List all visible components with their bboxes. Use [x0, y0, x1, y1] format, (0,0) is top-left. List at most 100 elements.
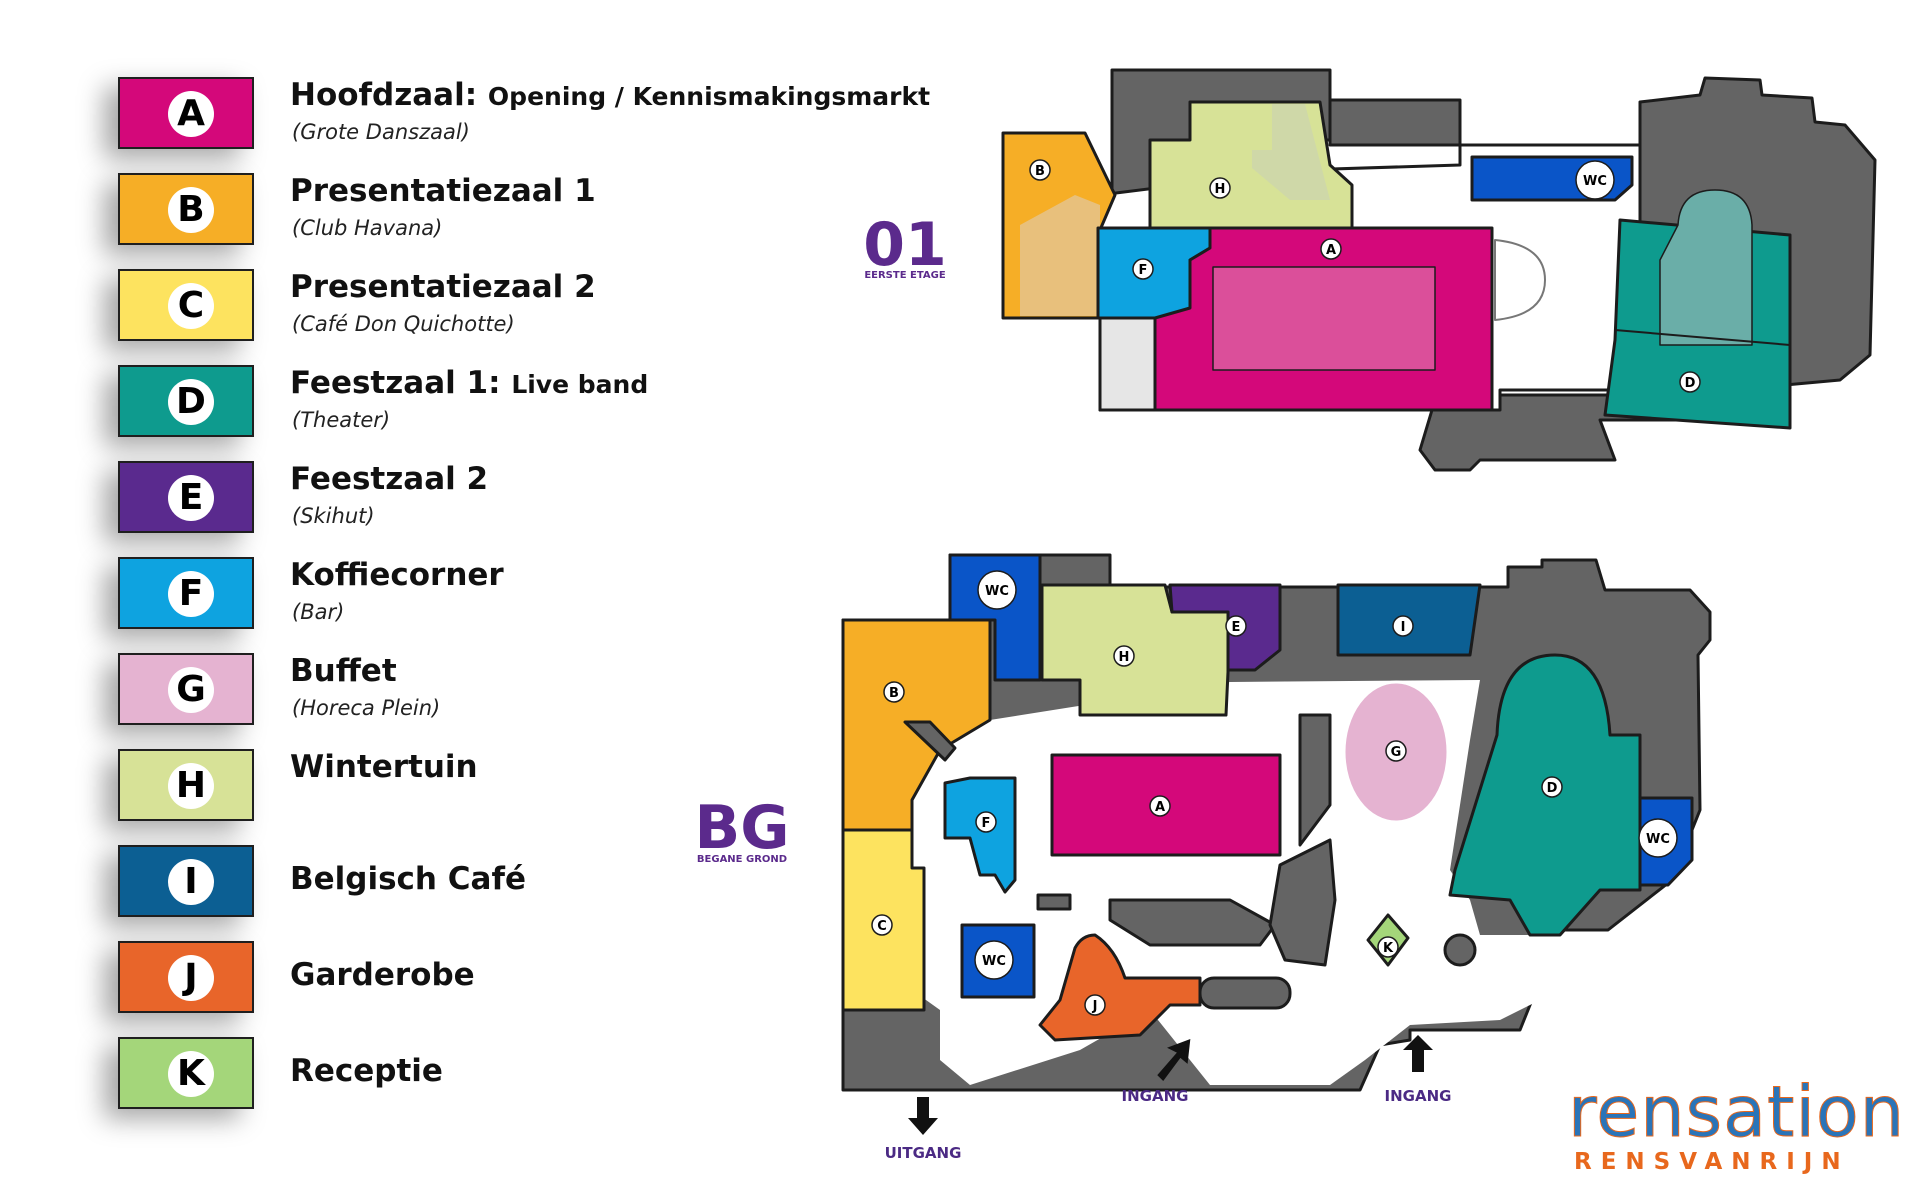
first-floor-label: 01 EERSTE ETAGE [863, 210, 947, 281]
legend-subtitle-f: (Bar) [292, 600, 345, 624]
svg-text:C: C [877, 919, 887, 934]
ground-floor-marker-a: A [1149, 795, 1171, 817]
first-floor-marker-wc: WC [1575, 160, 1615, 200]
first-floor-room-a-inner [1212, 266, 1436, 371]
ground-floor-wc-bottom [960, 923, 1036, 999]
first-floor-marker-h: H [1209, 177, 1231, 199]
ground-floor-marker-f: F [975, 811, 997, 833]
svg-text:B: B [889, 686, 899, 701]
first-floor-marker-d: D [1679, 371, 1701, 393]
first-floor-room-h-inner [1252, 104, 1330, 200]
first-floor-room-d-inner [1659, 189, 1753, 346]
legend-item-k: K Receptie [118, 1037, 878, 1113]
svg-text:G: G [1391, 745, 1402, 760]
legend-title-c: Presentatiezaal 2 [290, 269, 596, 305]
legend-swatch-a: A [118, 77, 254, 149]
legend-swatch-b: B [118, 173, 254, 245]
first-floor-name: EERSTE ETAGE [864, 270, 946, 281]
svg-text:B: B [1035, 164, 1045, 179]
legend-letter-b: B [168, 187, 214, 233]
legend-letter-c: C [168, 283, 214, 329]
entrance-left: INGANG [1122, 1038, 1191, 1105]
legend-letter-f: F [168, 571, 214, 617]
legend-title-b: Presentatiezaal 1 [290, 173, 596, 209]
ground-floor-marker-wc-top: WC [977, 570, 1017, 610]
ground-floor-marker-j: J [1084, 994, 1106, 1016]
legend-title-f: Koffiecorner [290, 557, 504, 593]
first-floor-plan [1001, 68, 1877, 472]
legend-title-g: Buffet [290, 653, 397, 689]
svg-text:D: D [1547, 781, 1558, 796]
legend-swatch-f: F [118, 557, 254, 629]
legend-title-a: Hoofdzaal: [290, 77, 478, 113]
legend-subtitle-c: (Café Don Quichotte) [292, 312, 515, 336]
svg-text:A: A [1326, 243, 1336, 258]
svg-text:WC: WC [1583, 174, 1607, 189]
legend-subtitle-e: (Skihut) [292, 504, 375, 528]
legend-letter-e: E [168, 475, 214, 521]
ground-floor-block-4 [1036, 893, 1072, 911]
entrance-right-label: INGANG [1385, 1087, 1452, 1105]
first-floor-stage [1494, 239, 1546, 321]
svg-text:H: H [1119, 650, 1130, 665]
legend-letter-g: G [168, 667, 214, 713]
legend-swatch-c: C [118, 269, 254, 341]
exit-arrow-icon [908, 1097, 938, 1135]
first-floor-divider-d [1614, 329, 1791, 346]
ground-floor-room-h [1040, 583, 1230, 717]
legend-item-j: J Garderobe [118, 941, 878, 1017]
legend-swatch-i: I [118, 845, 254, 917]
svg-text:H: H [1215, 182, 1226, 197]
ground-floor-room-f [943, 776, 1017, 894]
ground-floor-marker-d: D [1541, 776, 1563, 798]
ground-floor-block-5 [1198, 976, 1292, 1010]
ground-floor-room-b-notch [903, 720, 957, 762]
ground-floor-marker-g: G [1385, 740, 1407, 762]
first-floor-wall-top-2 [1328, 98, 1462, 147]
first-floor-marker-f: F [1132, 258, 1154, 280]
ground-floor-marker-i: I [1392, 615, 1414, 637]
logo-sub-text: RENSVANRIJN [1574, 1149, 1850, 1175]
ground-floor-markers: B C H E I G D F A J K WC WC WC [871, 570, 1678, 1016]
ground-floor-room-e [1168, 583, 1282, 672]
legend-title-extra-a: Opening / Kennismakingsmarkt [487, 82, 931, 111]
ground-floor-marker-e: E [1225, 615, 1247, 637]
ground-floor-column [1443, 933, 1477, 967]
svg-text:F: F [1139, 263, 1148, 278]
ground-floor-block-3 [1298, 713, 1332, 847]
legend-title-d: Feestzaal 1: [290, 365, 501, 401]
entrance-left-arrow-icon [1157, 1038, 1191, 1082]
legend-letter-i: I [168, 859, 214, 905]
svg-text:D: D [1685, 376, 1696, 391]
ground-floor-marker-h: H [1113, 645, 1135, 667]
legend-swatch-j: J [118, 941, 254, 1013]
legend-letter-a: A [168, 91, 214, 137]
svg-text:E: E [1232, 620, 1241, 635]
svg-text:J: J [1092, 999, 1098, 1014]
legend-letter-d: D [168, 379, 214, 425]
legend-subtitle-g: (Horeca Plein) [292, 696, 441, 720]
legend-item-g: G Buffet (Horeca Plein) [118, 653, 878, 729]
svg-text:K: K [1383, 941, 1394, 956]
ground-floor-plan [841, 553, 1712, 1092]
legend-item-c: C Presentatiezaal 2 (Café Don Quichotte) [118, 269, 878, 345]
legend-item-e: E Feestzaal 2 (Skihut) [118, 461, 878, 537]
legend-item-i: I Belgisch Café [118, 845, 878, 921]
rensation-logo: rensation RENSVANRIJN [1560, 1071, 1915, 1185]
legend-item-a: A Hoofdzaal: Opening / Kennismakingsmark… [118, 77, 930, 153]
legend-item-h: H Wintertuin [118, 749, 878, 825]
logo-main-text: rensation [1567, 1071, 1906, 1154]
svg-text:WC: WC [985, 584, 1009, 599]
legend-subtitle-d: (Theater) [292, 408, 391, 432]
legend-item-b: B Presentatiezaal 1 (Club Havana) [118, 173, 878, 249]
first-floor-marker-a: A [1320, 238, 1342, 260]
ground-floor-block-2 [1268, 838, 1337, 967]
entrance-right: INGANG [1385, 1035, 1452, 1105]
legend-swatch-d: D [118, 365, 254, 437]
exit: UITGANG [885, 1097, 961, 1162]
ground-floor-block-1 [1108, 898, 1277, 947]
ground-floor-wc-top [948, 553, 1042, 682]
ground-floor-label: BG BEGANE GROND [695, 793, 790, 865]
legend: A Hoofdzaal: Opening / Kennismakingsmark… [0, 0, 930, 1200]
first-floor-code: 01 [863, 210, 947, 280]
